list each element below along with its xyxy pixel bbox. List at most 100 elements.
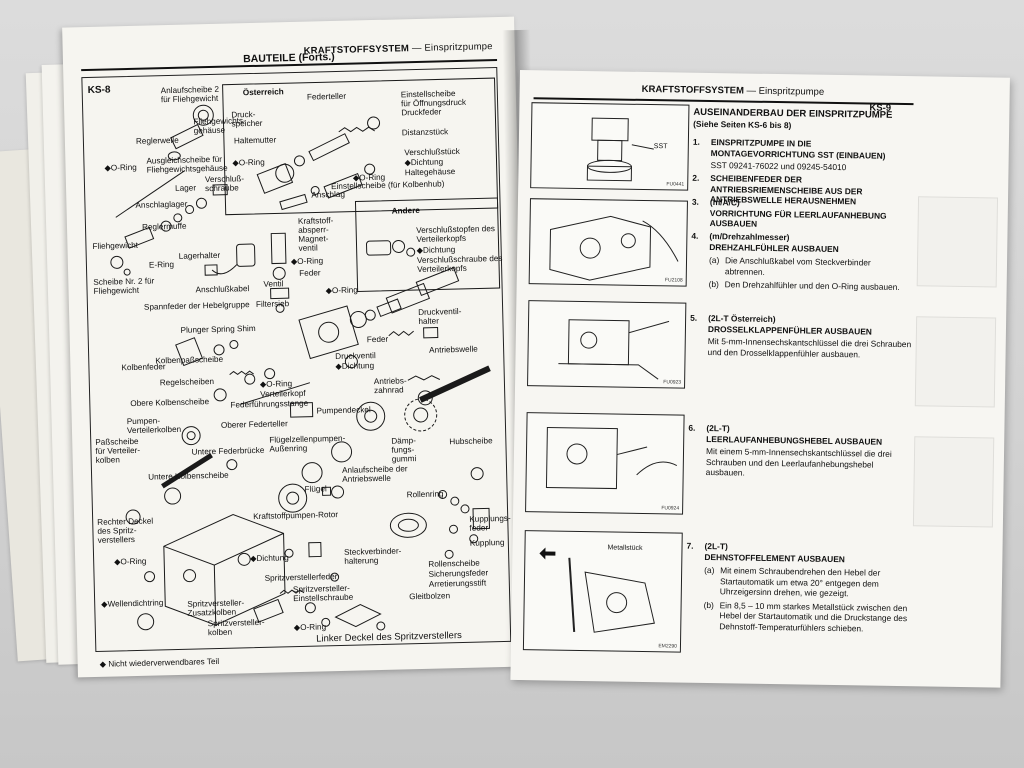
step-body: (m/A/C) VORRICHTUNG FÜR LEERLAUFANHEBUNG… [710, 197, 914, 232]
step-1: 1. EINSPRITZPUMPE IN DIE MONTAGEVORRICHT… [693, 137, 913, 172]
andere-label: Andere [391, 205, 421, 216]
callout-arretierungsstift: Arretierungsstift [428, 578, 487, 589]
solenoid-valve-parts [204, 232, 290, 313]
distributor-head [298, 298, 439, 369]
step-substep: (a)Die Anschlußkabel vom Steckverbinder … [709, 255, 913, 279]
step-heading: (2L-T Österreich) DROSSELKLAPPENFÜHLER A… [707, 312, 872, 337]
step-number: 4. [691, 230, 699, 241]
step-heading: (m/Drehzahlmesser) DREHZAHLFÜHLER AUSBAU… [709, 230, 839, 254]
callout-druckventilhalter: Druckventil- halter [418, 306, 462, 327]
step-4: 4. (m/Drehzahlmesser) DREHZAHLFÜHLER AUS… [691, 231, 911, 292]
main-reference: (Siehe Seiten KS-6 bis 8) [693, 118, 792, 131]
photo-code: FU0924 [661, 505, 680, 512]
step-photo-4: FU0924 [525, 412, 685, 515]
callout-anschlaglager: Anschlaglager [135, 199, 188, 210]
step-number: 1. [692, 136, 700, 147]
step-heading: EINSPRITZPUMPE IN DIE MONTAGEVORRICHTUNG… [710, 137, 886, 161]
photo-code: FU0441 [666, 181, 685, 188]
bleed-through [914, 316, 997, 408]
callout-wellendichtring: ◆Wellendichtring [101, 598, 164, 609]
callout-reglermuffe: Reglermuffe [141, 221, 187, 232]
step-body: (2L-T Österreich) DROSSELKLAPPENFÜHLER A… [708, 313, 913, 360]
feed-pump-parts [278, 398, 438, 513]
callout-einstellschraube: Spritzversteller- Einstellschraube [292, 583, 354, 604]
right-header-title: KRAFTSTOFFSYSTEM — Einspritzpumpe [642, 84, 825, 98]
callout-plunger-shim: Plunger Spring Shim [180, 323, 256, 335]
header-title-text: KRAFTSTOFFSYSTEM [641, 83, 745, 97]
drive-shaft [407, 365, 491, 406]
callout-gleitbolzen: Gleitbolzen [409, 591, 451, 602]
callout-rollenring: Rollenring [406, 489, 444, 500]
substep-key: (b) [703, 599, 714, 610]
callout-verschlussschraube: Verschluß- schraube [204, 174, 245, 194]
callout-verschlussstueck: Verschlußstück [404, 146, 460, 158]
bleed-through [912, 436, 995, 528]
callout-druckventil: Druckventil [335, 351, 376, 362]
step-photo-1: SST FU0441 [530, 102, 690, 191]
photo-sketch [549, 215, 679, 281]
callout-filtersieb: Filtersieb [255, 299, 290, 309]
callout-fluegelzellenpumpen: Flügelzellenpumpen- Außenring [269, 433, 346, 454]
photo-tag: Metallstück [607, 544, 643, 552]
step-substep: (a) Mit einem Schraubendrehen den Hebel d… [704, 565, 908, 600]
callout-antriebszahnrad: Antriebs- zahnrad [373, 376, 407, 396]
step-body: (2L-T) DEHNSTOFFELEMENT AUSBAUEN (a)Mit … [703, 541, 908, 634]
right-page-header: KRAFTSTOFFSYSTEM — Einspritzpumpe KS-9 [520, 82, 1010, 114]
substep-key: (a) [704, 564, 715, 576]
callout-ventil: Ventil [263, 279, 284, 289]
callout-ausgleichscheibe: Ausgleichscheibe für Fliehgewichtsgehäus… [146, 154, 228, 175]
callout-pumpendeckel: Pumpendeckel [316, 405, 371, 416]
callout-lager: Lager [174, 183, 197, 193]
callout-spritzverstellerkolben: Spritzversteller- kolben [207, 617, 265, 638]
step-number: 6. [688, 422, 696, 433]
callout-oberer-federteller: Oberer Federteller [220, 419, 288, 430]
callout-zusatzkolben: Spritzversteller- Zusatzkolben [187, 598, 245, 618]
photo-code: FU0923 [663, 379, 682, 386]
callout-obere-kolbenscheibe: Obere Kolbenscheibe [130, 397, 210, 409]
accumulator-parts [256, 116, 381, 211]
callout-magnetventil: Kraftstoff- absperr- Magnet- ventil [297, 216, 334, 253]
callout-o-ring: ◆O-Ring [232, 157, 265, 168]
substep-key: (b) [708, 278, 719, 290]
substep-text: Mit einem Schraubendrehen den Hebel der … [719, 565, 881, 599]
step-text: Mit 5-mm-Innensechskantschlüssel die dre… [707, 335, 912, 359]
callout-fluegel: Flügel [304, 484, 327, 494]
step-2: 2. SCHEIBENFEDER DER ANTRIEBSRIEMENSCHEI… [692, 173, 912, 207]
photo-code: FU2108 [664, 277, 683, 284]
callout-verschlussschraube-vk: Verschlußschraube des Verteilerkopfs [416, 253, 503, 275]
callout-o-ring: ◆O-Ring [290, 256, 324, 267]
callout-verteilerkopf: Verteilerkopf [260, 388, 306, 399]
step-body: (m/Drehzahlmesser) DREHZAHLFÜHLER AUSBAU… [709, 231, 914, 293]
callout-anlaufscheibe-fliehgewicht: Anlaufscheibe 2 für Fliehgewicht [160, 84, 220, 105]
footnote: ◆ Nicht wiederverwendbares Teil [99, 656, 220, 669]
callout-steckverbinderhalterung: Steckverbinder- halterung [343, 546, 402, 566]
bleed-through [916, 196, 999, 288]
callout-verschlussstopfen: Verschlußstopfen des Verteilerkopfs [416, 224, 496, 245]
step-body: (2L-T) LEERLAUFANHEBUNGSHEBEL AUSBAUEN M… [706, 423, 911, 481]
step-substep: (b) Ein 8,5 – 10 mm starkes Metallstück z… [703, 599, 908, 634]
callout-anschlag: Anschlag [311, 189, 346, 200]
step-heading: (m/A/C) VORRICHTUNG FÜR LEERLAUFANHEBUNG… [709, 197, 887, 229]
callout-pumpen-verteilerkolben: Pumpen- Verteilerkolben [126, 416, 182, 436]
substep-text: Ein 8,5 – 10 mm starkes Metallstück zwis… [719, 599, 908, 633]
photo-sketch [545, 426, 678, 490]
callout-rollenscheibe: Rollenscheibe [428, 558, 480, 569]
callout-o-ring: ◆O-Ring [104, 162, 137, 173]
step-6: 6. (2L-T) LEERLAUFANHEBUNGSHEBEL AUSBAUE… [688, 423, 908, 478]
step-body: EINSPRITZPUMPE IN DIE MONTAGEVORRICHTUNG… [710, 137, 915, 174]
step-text: SST 09241-76022 und 09245-54010 [710, 160, 847, 173]
left-page: KRAFTSTOFFSYSTEM — Einspritzpumpe KS-8 B… [62, 16, 530, 678]
callout-o-ring: ◆O-Ring [259, 379, 293, 389]
callout-o-ring: ◆O-Ring [114, 556, 147, 567]
step-7: 7. (2L-T) DEHNSTOFFELEMENT AUSBAUEN (a)M… [686, 541, 907, 633]
callout-untere-federbruecke: Untere Federbrücke [191, 445, 265, 457]
callout-dichtung: ◆Dichtung [404, 157, 444, 168]
callout-lagerhalter: Lagerhalter [178, 250, 221, 261]
callout-fliehgewicht: Fliehgewicht [92, 240, 139, 251]
callout-anlaufscheibe-antriebswelle: Anlaufscheibe der Antriebswelle [341, 464, 408, 484]
oesterreich-label: Österreich [242, 87, 284, 98]
callout-dichtung: ◆Dichtung [335, 361, 375, 372]
substep-text: Die Anschlußkabel vom Steckverbinder abt… [724, 255, 871, 277]
substep-text: Den Drehzahlfühler und den O-Ring ausbau… [724, 279, 900, 292]
